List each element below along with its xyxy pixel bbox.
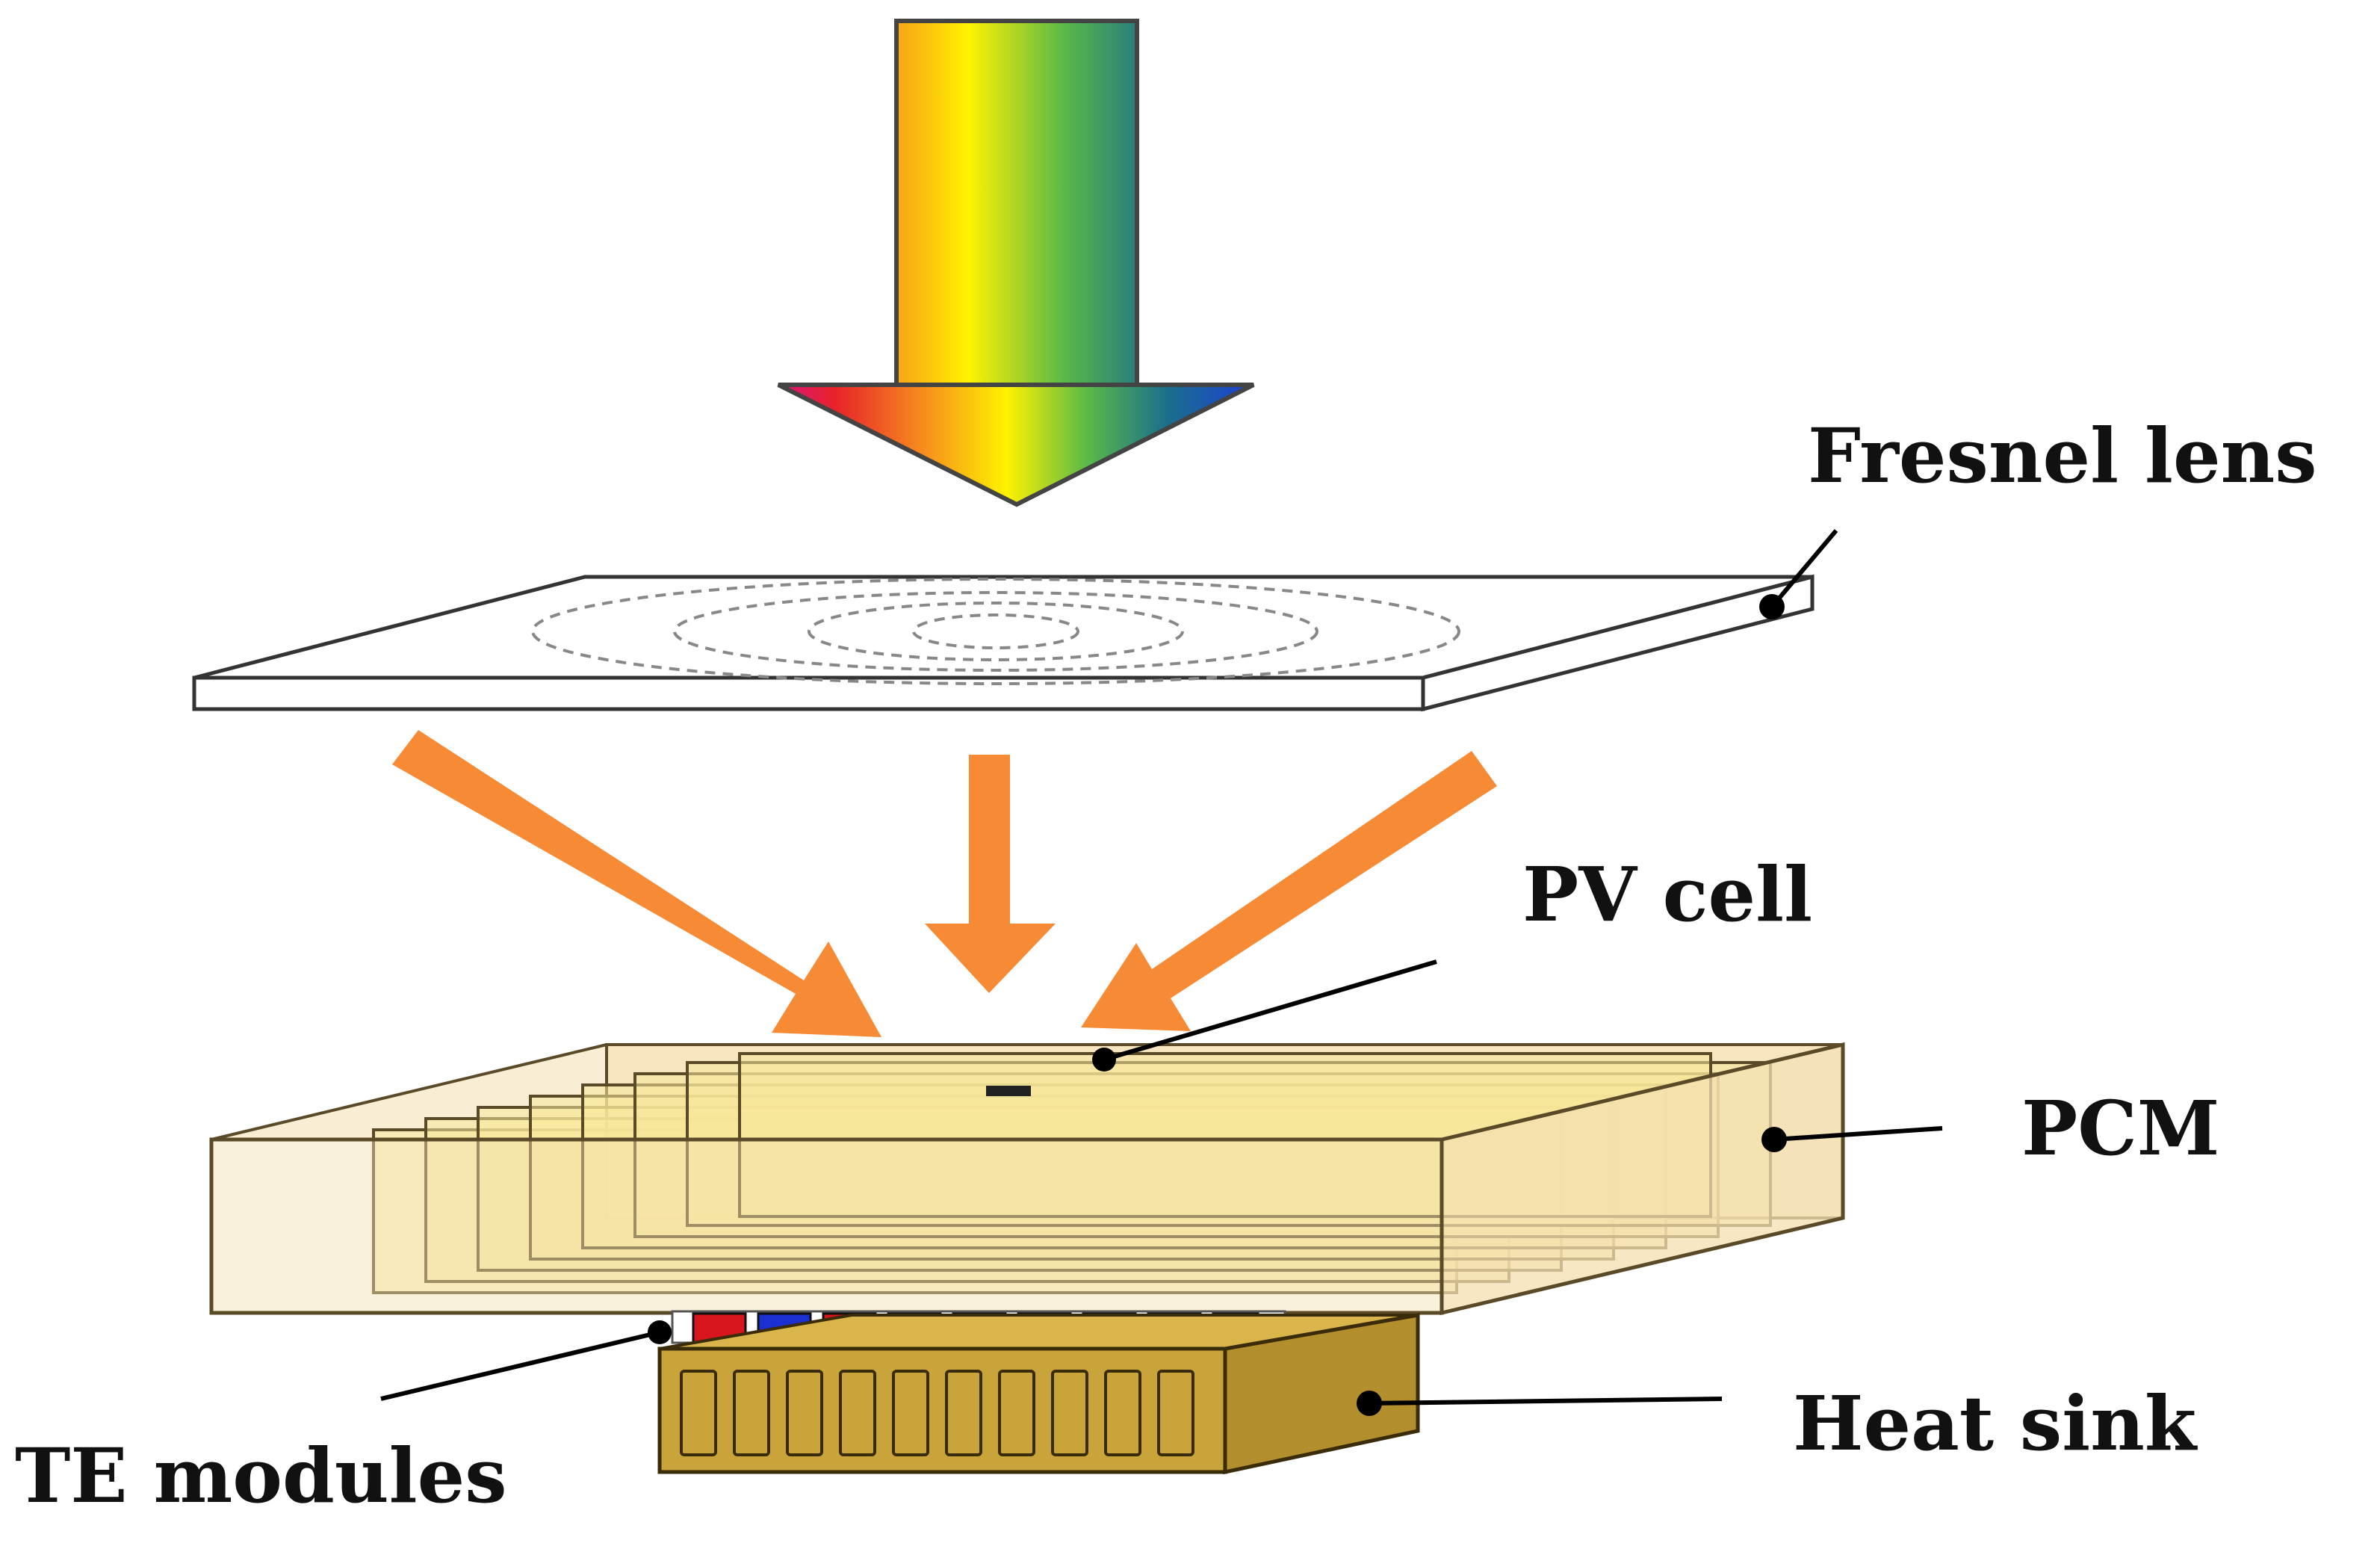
leader-pcm xyxy=(1761,1126,1943,1152)
label-heat-sink: Heat sink xyxy=(1793,1379,2198,1468)
heat-sink-slots xyxy=(680,1370,1194,1456)
sunlight-spectrum-arrow xyxy=(777,19,1255,507)
focused-ray-arrows xyxy=(392,730,1497,1037)
ray-arrow-left xyxy=(392,730,881,1037)
fresnel-lens xyxy=(192,574,1815,712)
heat-sink xyxy=(657,1313,1420,1475)
leader-fresnel xyxy=(1759,529,1838,619)
label-fresnel-lens: Fresnel lens xyxy=(1808,412,2317,500)
fresnel-grooves xyxy=(531,578,1460,685)
pv-cell xyxy=(986,1086,1031,1096)
ray-arrow-right xyxy=(1081,751,1497,1031)
leader-heat-sink xyxy=(1357,1391,1723,1416)
ray-arrow-center xyxy=(925,755,1056,993)
pcm-container xyxy=(209,1042,1845,1316)
label-pv-cell: PV cell xyxy=(1522,850,1812,939)
label-te-modules: TE modules xyxy=(15,1432,507,1520)
leader-te-modules xyxy=(380,1320,672,1401)
label-pcm: PCM xyxy=(2021,1084,2219,1172)
leader-pv-cell xyxy=(1092,959,1437,1072)
